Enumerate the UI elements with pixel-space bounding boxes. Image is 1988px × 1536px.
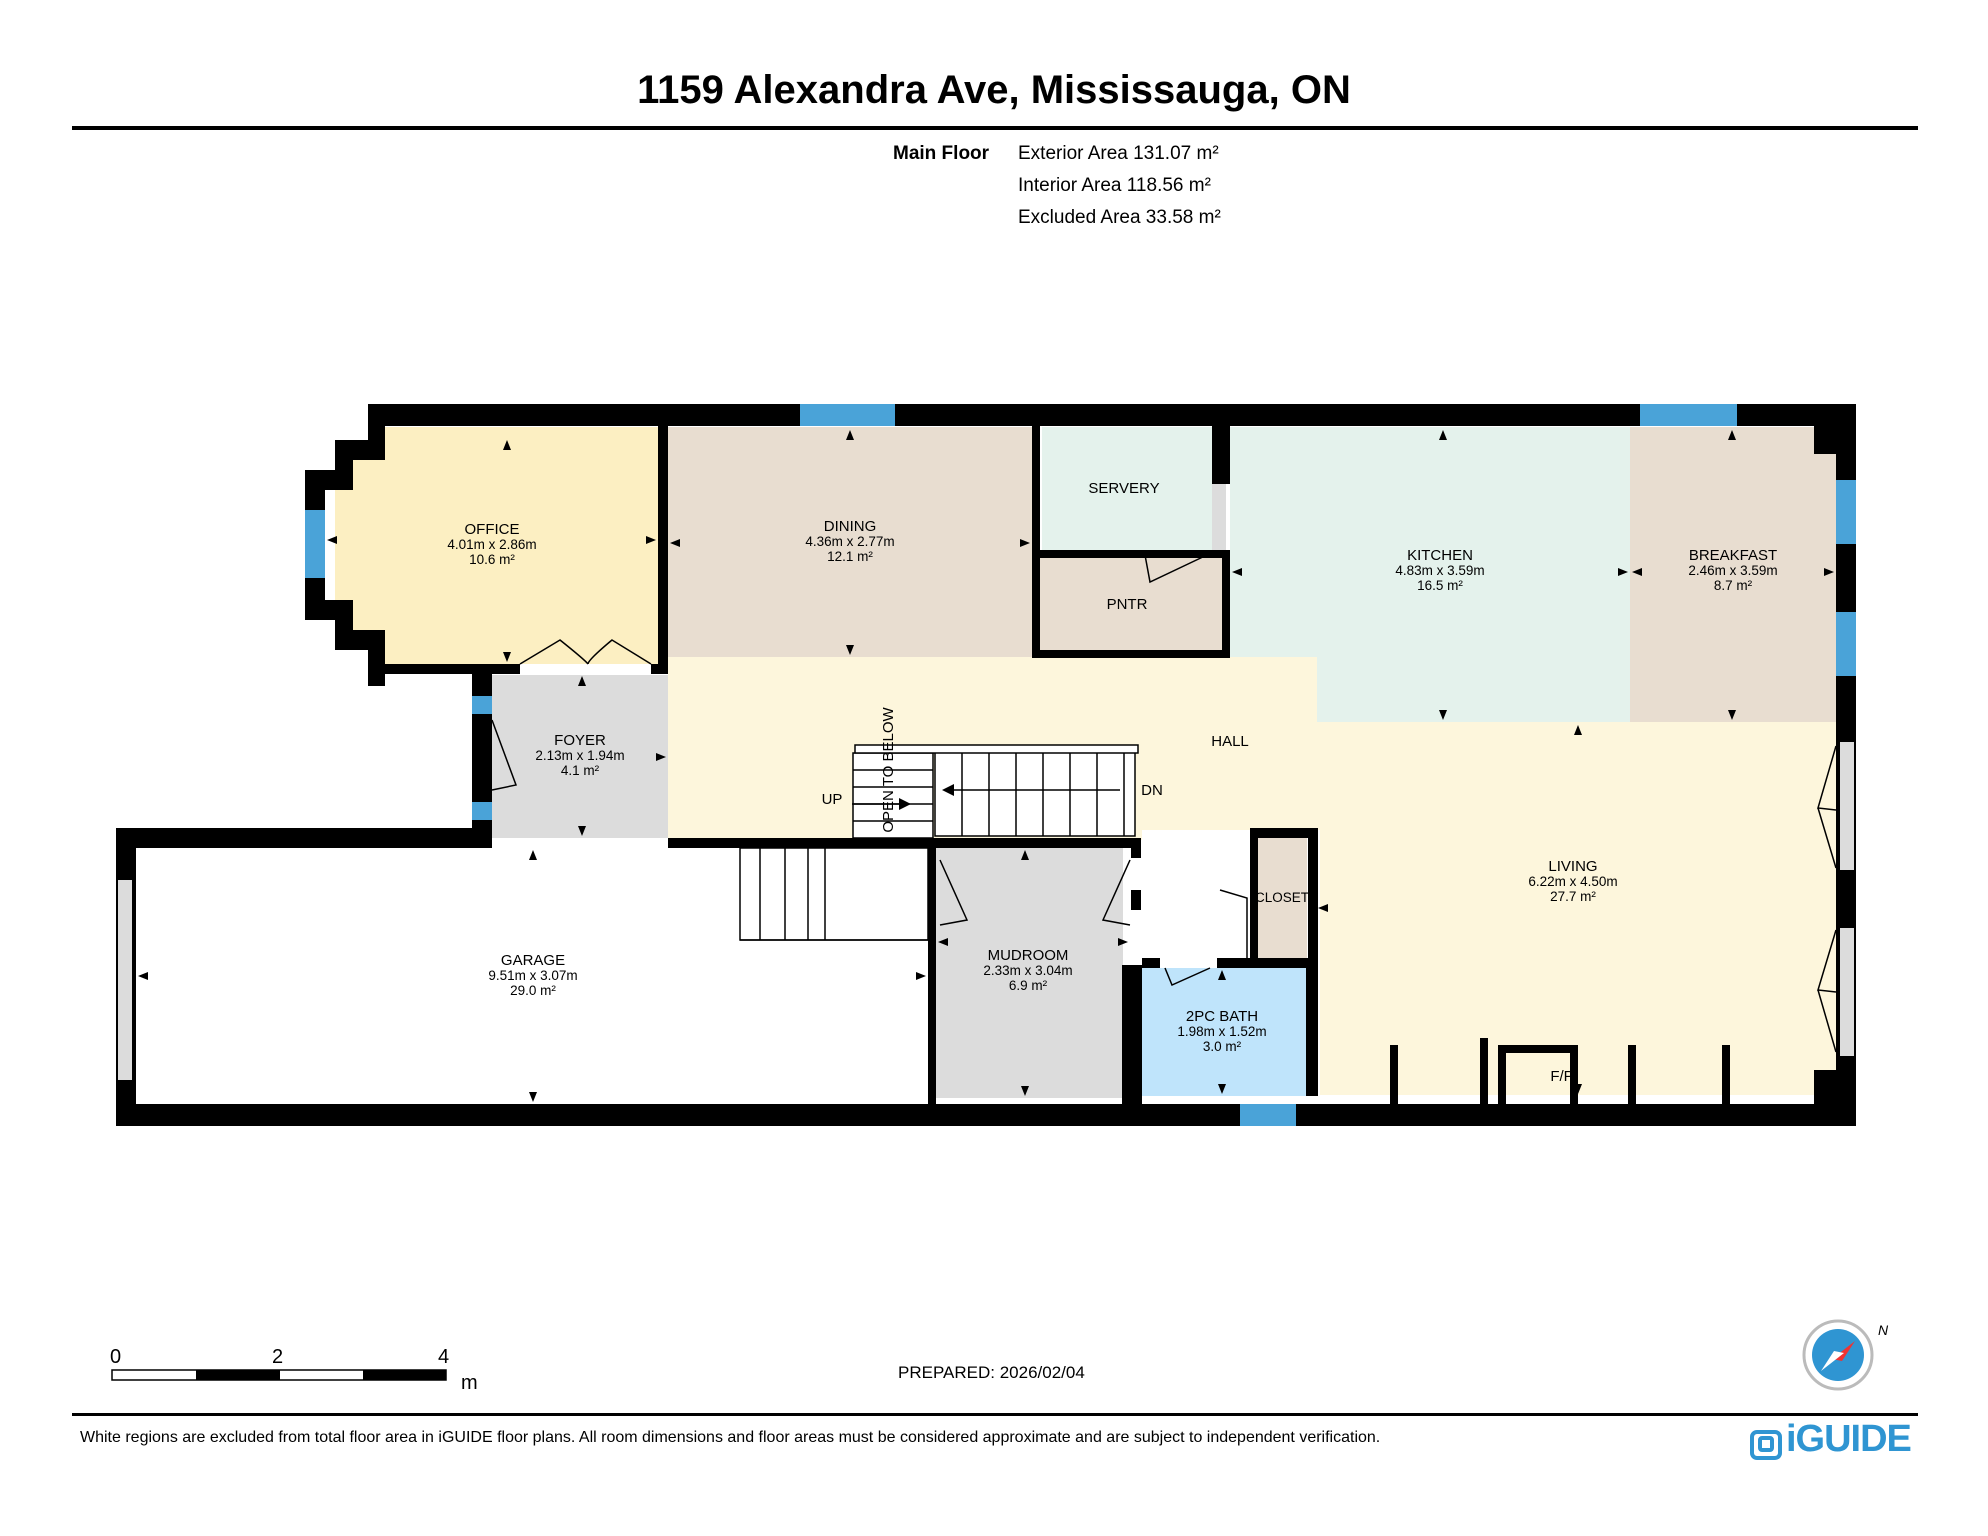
room-closet bbox=[1257, 838, 1307, 960]
excluded-area: Excluded Area 33.58 m² bbox=[1018, 207, 1221, 228]
kitchen-dims: 4.83m x 3.59m bbox=[1395, 563, 1484, 578]
fireplace-label: F/P bbox=[1550, 1068, 1573, 1085]
dimension-arrows bbox=[138, 430, 1834, 1102]
room-dining bbox=[668, 427, 1032, 657]
disclaimer-text: White regions are excluded from total fl… bbox=[80, 1429, 1381, 1446]
footer-divider bbox=[72, 1413, 1918, 1416]
room-foyer bbox=[490, 675, 668, 838]
dining-area: 12.1 m² bbox=[827, 549, 873, 564]
doors bbox=[491, 554, 1837, 1053]
scale-tick-0: 0 bbox=[110, 1346, 122, 1368]
dining-dims: 4.36m x 2.77m bbox=[805, 534, 894, 549]
living-label: LIVING bbox=[1548, 858, 1597, 875]
office-label: OFFICE bbox=[465, 521, 520, 538]
scale-tick-2: 2 bbox=[272, 1346, 284, 1368]
foyer-area: 4.1 m² bbox=[561, 763, 600, 778]
garage-area: 29.0 m² bbox=[510, 983, 556, 998]
servery-label: SERVERY bbox=[1088, 480, 1159, 497]
bath-area: 3.0 m² bbox=[1203, 1039, 1242, 1054]
living-area: 27.7 m² bbox=[1550, 889, 1596, 904]
exterior-area: Exterior Area 131.07 m² bbox=[1018, 143, 1219, 164]
open-to-below-label: OPEN TO BELOW bbox=[880, 707, 897, 833]
breakfast-dims: 2.46m x 3.59m bbox=[1688, 563, 1777, 578]
room-breakfast bbox=[1630, 427, 1836, 722]
walls bbox=[116, 404, 1856, 1126]
room-bath bbox=[1142, 968, 1306, 1096]
garage-label: GARAGE bbox=[501, 952, 565, 969]
mudroom-dims: 2.33m x 3.04m bbox=[983, 963, 1072, 978]
prepared-date: PREPARED: 2026/02/04 bbox=[898, 1363, 1085, 1382]
room-mudroom bbox=[935, 848, 1123, 1098]
garage-dims: 9.51m x 3.07m bbox=[488, 968, 577, 983]
iguide-logo-icon bbox=[1750, 1430, 1782, 1460]
room-office bbox=[335, 427, 658, 664]
breakfast-area: 8.7 m² bbox=[1714, 578, 1753, 593]
room-servery bbox=[1042, 427, 1212, 552]
mudroom-label: MUDROOM bbox=[988, 947, 1069, 964]
iguide-logo: iGUIDE bbox=[1786, 1418, 1912, 1460]
hall-label: HALL bbox=[1211, 733, 1249, 750]
stairs-down-label: DN bbox=[1141, 782, 1163, 799]
foyer-label: FOYER bbox=[554, 732, 606, 749]
breakfast-label: BREAKFAST bbox=[1689, 547, 1777, 564]
bath-dims: 1.98m x 1.52m bbox=[1177, 1024, 1266, 1039]
scale-bar bbox=[111, 1369, 447, 1381]
garage-steps bbox=[739, 847, 929, 941]
closet-label: CLOSET bbox=[1255, 890, 1309, 905]
compass-icon: N bbox=[1802, 1319, 1889, 1391]
stairs-up-label: UP bbox=[822, 791, 843, 808]
scale-tick-4: 4 bbox=[438, 1346, 450, 1368]
windows bbox=[305, 404, 1856, 1126]
dining-label: DINING bbox=[824, 518, 877, 535]
scale-unit: m bbox=[461, 1372, 478, 1394]
floor-label: Main Floor bbox=[893, 143, 990, 164]
kitchen-area: 16.5 m² bbox=[1417, 578, 1463, 593]
kitchen-label: KITCHEN bbox=[1407, 547, 1473, 564]
page-title: 1159 Alexandra Ave, Mississauga, ON bbox=[637, 68, 1351, 112]
office-area: 10.6 m² bbox=[469, 552, 515, 567]
stairs-down bbox=[854, 744, 1139, 837]
header-divider bbox=[72, 126, 1918, 130]
mudroom-area: 6.9 m² bbox=[1009, 978, 1048, 993]
living-dims: 6.22m x 4.50m bbox=[1528, 874, 1617, 889]
pntr-label: PNTR bbox=[1107, 596, 1148, 613]
room-pntr bbox=[1040, 558, 1222, 650]
office-dims: 4.01m x 2.86m bbox=[447, 537, 536, 552]
bath-label: 2PC BATH bbox=[1186, 1008, 1258, 1025]
compass-north-letter: N bbox=[1878, 1322, 1889, 1338]
foyer-dims: 2.13m x 1.94m bbox=[535, 748, 624, 763]
interior-area: Interior Area 118.56 m² bbox=[1018, 175, 1211, 196]
